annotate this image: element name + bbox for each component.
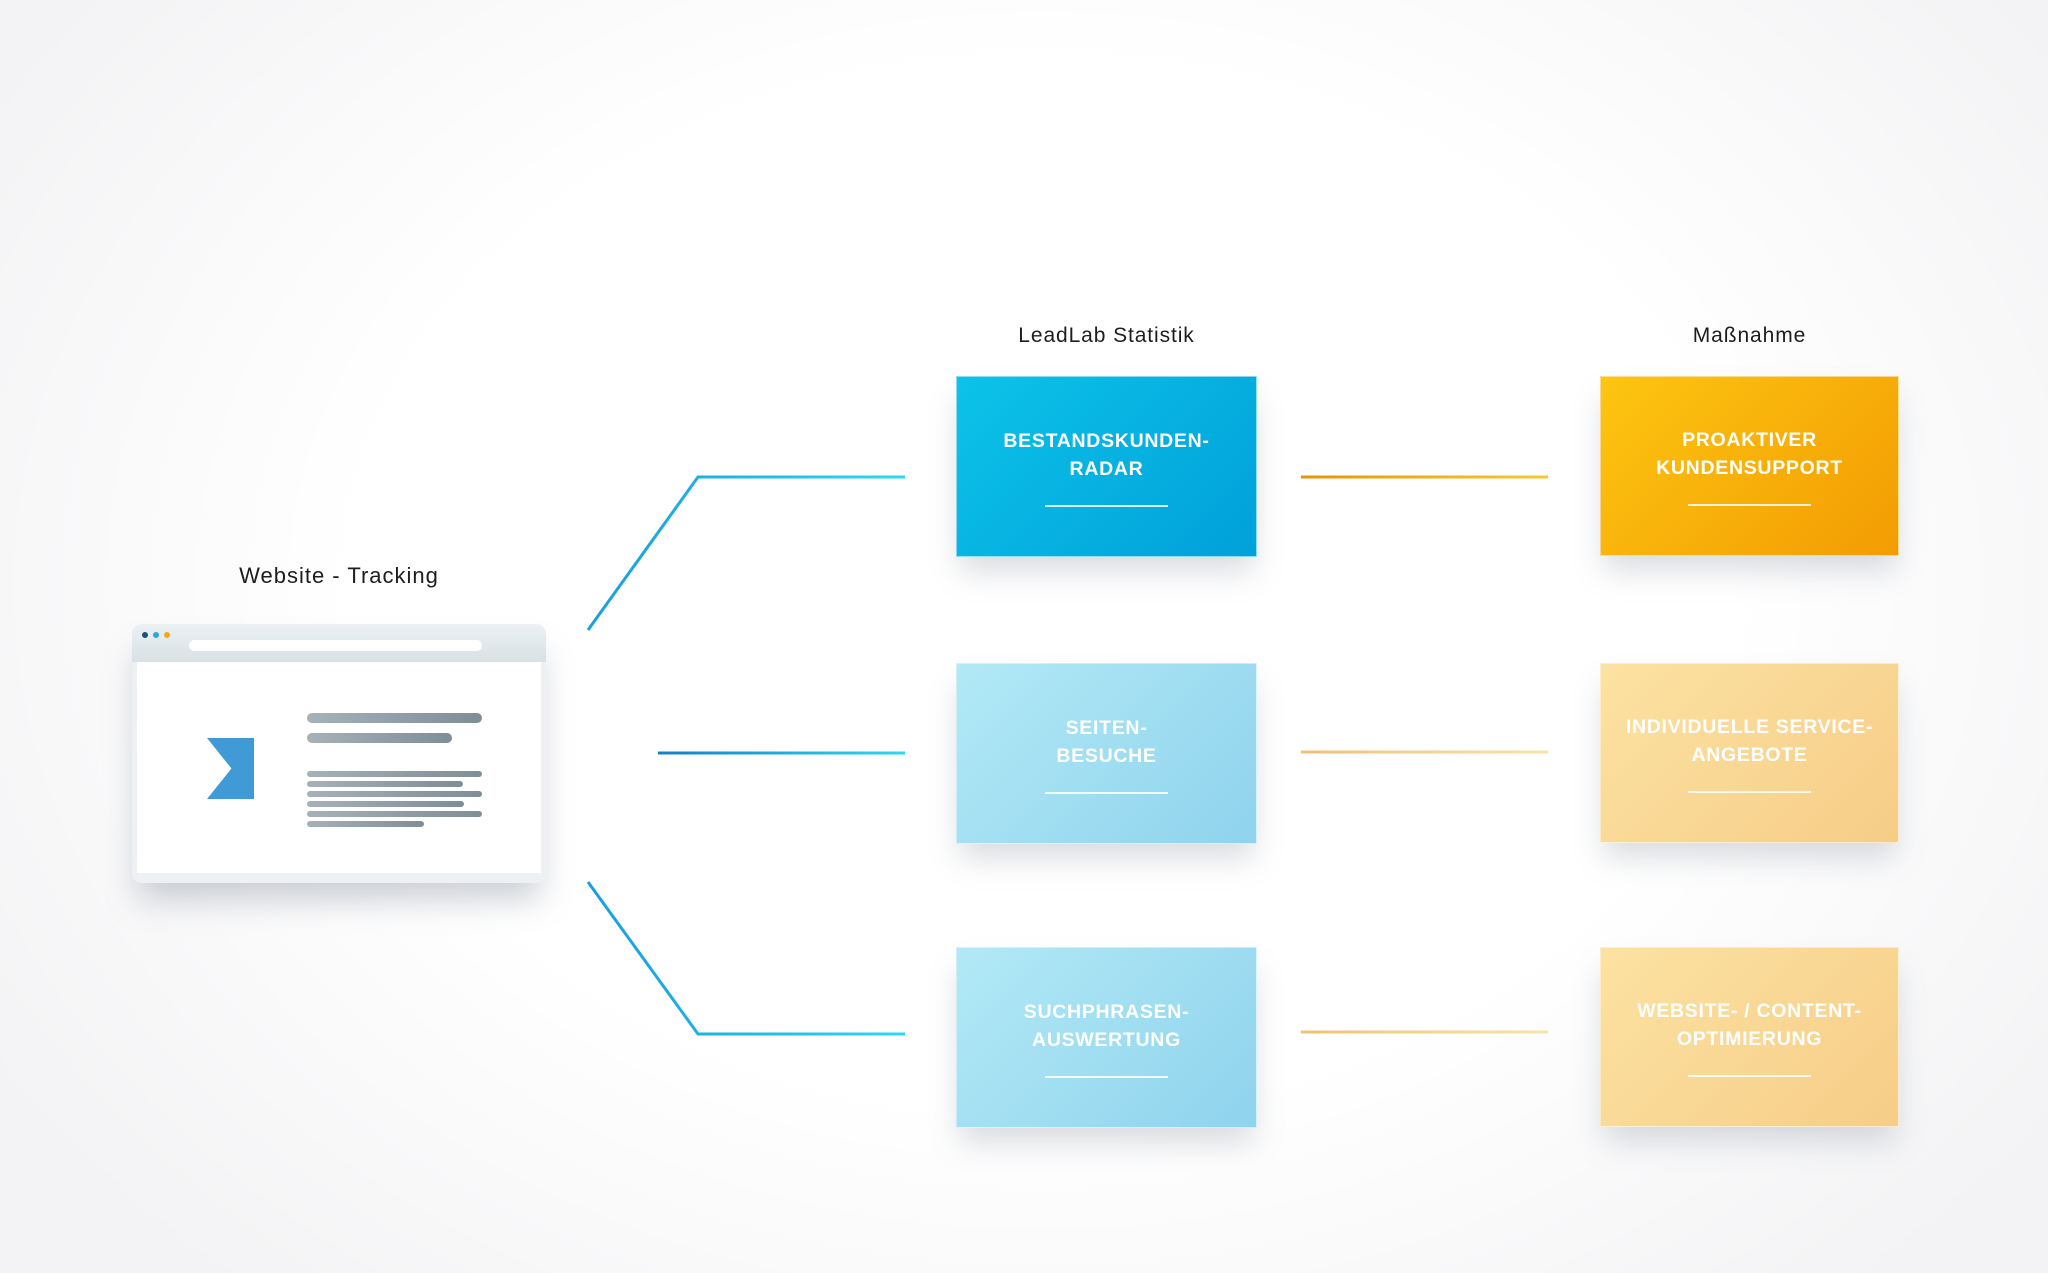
leadlab-logo-icon bbox=[207, 738, 254, 799]
text-placeholder-line bbox=[307, 801, 464, 807]
box-seiten-besuche: SEITEN- BESUCHE bbox=[956, 663, 1257, 844]
connector-source-to-suchphrasen bbox=[586, 881, 905, 1036]
box-underline bbox=[1688, 504, 1811, 506]
text-placeholder-line bbox=[307, 781, 463, 787]
address-bar bbox=[189, 640, 482, 651]
box-label: PROAKTIVER KUNDENSUPPORT bbox=[1656, 429, 1843, 479]
window-dot-blue-icon bbox=[153, 632, 159, 638]
box-website-content-optimierung: WEBSITE- / CONTENT- OPTIMIERUNG bbox=[1600, 947, 1899, 1127]
box-bestandskunden-radar: BESTANDSKUNDEN- RADAR bbox=[956, 376, 1257, 557]
box-individuelle-service-angebote: INDIVIDUELLE SERVICE- ANGEBOTE bbox=[1600, 663, 1899, 843]
text-placeholder-line bbox=[307, 791, 482, 797]
column-header-statistik: LeadLab Statistik bbox=[1018, 324, 1195, 347]
box-label: SUCHPHRASEN- AUSWERTUNG bbox=[1023, 1000, 1190, 1051]
box-label: BESTANDSKUNDEN- RADAR bbox=[1003, 429, 1210, 480]
box-underline bbox=[1688, 791, 1811, 793]
window-control-dots bbox=[142, 632, 170, 638]
box-underline bbox=[1045, 791, 1168, 794]
text-placeholder-line bbox=[307, 733, 452, 743]
text-placeholder-line bbox=[307, 771, 482, 777]
box-underline bbox=[1045, 504, 1168, 507]
column-header-massnahme: Maßnahme bbox=[1692, 324, 1807, 347]
box-label: WEBSITE- / CONTENT- OPTIMIERUNG bbox=[1637, 1000, 1862, 1050]
browser-window-illustration bbox=[132, 624, 546, 883]
window-dot-orange-icon bbox=[164, 632, 170, 638]
window-dot-navy-icon bbox=[142, 632, 148, 638]
browser-titlebar bbox=[132, 624, 546, 662]
box-suchphrasen-auswertung: SUCHPHRASEN- AUSWERTUNG bbox=[956, 947, 1257, 1128]
text-placeholder-line bbox=[307, 811, 482, 817]
box-proaktiver-kundensupport: PROAKTIVER KUNDENSUPPORT bbox=[1600, 376, 1899, 556]
box-label: SEITEN- BESUCHE bbox=[1056, 716, 1157, 767]
text-placeholder-line bbox=[307, 713, 482, 723]
box-underline bbox=[1045, 1075, 1168, 1078]
box-underline bbox=[1688, 1075, 1811, 1077]
box-label: INDIVIDUELLE SERVICE- ANGEBOTE bbox=[1625, 716, 1874, 766]
browser-content-area bbox=[137, 662, 541, 873]
connector-source-to-radar bbox=[586, 475, 905, 631]
text-placeholder-line bbox=[307, 821, 424, 827]
source-label: Website - Tracking bbox=[239, 563, 439, 588]
